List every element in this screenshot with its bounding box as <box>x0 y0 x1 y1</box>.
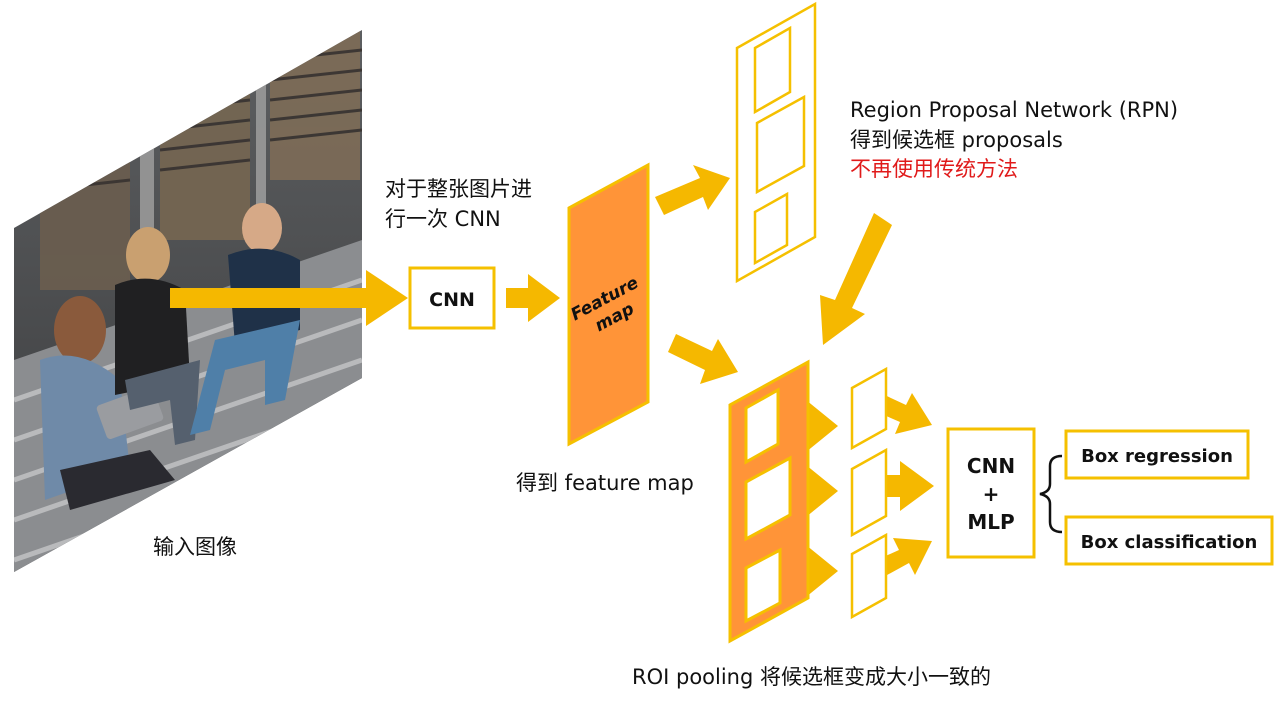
proposal-box-1 <box>753 25 792 115</box>
cnn-box <box>408 266 496 330</box>
cnn-mlp-line3: MLP <box>967 510 1014 534</box>
pooled-box-1 <box>850 366 888 451</box>
box-classification-box <box>1064 515 1274 566</box>
arrow-rpn-to-roi <box>820 213 892 345</box>
rpn-proposals-panel <box>735 1 817 284</box>
rpn-subtitle: 得到候选框 proposals <box>850 128 1063 152</box>
arrow-featuremap-to-rpn <box>655 165 730 215</box>
roi-box-2 <box>744 455 792 542</box>
arrow-featuremap-to-roi <box>668 334 738 384</box>
roi-box-1 <box>744 387 780 465</box>
input-image-caption: 输入图像 <box>153 535 237 559</box>
cnn-mlp-box <box>946 427 1036 559</box>
cnn-box-label: CNN <box>429 289 475 311</box>
roi-box-3 <box>744 547 782 624</box>
photo-people <box>40 203 300 510</box>
pooled-boxes <box>850 366 888 620</box>
whole-image-note-line2: 行一次 CNN <box>385 207 501 231</box>
rpn-note: 不再使用传统方法 <box>850 157 1018 181</box>
feature-map-caption: 得到 feature map <box>516 471 694 495</box>
box-regression-box <box>1064 429 1250 480</box>
output-brace <box>1039 454 1063 534</box>
roi-feature-map <box>728 359 810 644</box>
cnn-mlp-line2: + <box>983 482 1000 506</box>
box-regression-label: Box regression <box>1081 446 1233 467</box>
feature-map-panel <box>567 162 650 447</box>
proposal-box-3 <box>753 191 789 266</box>
pooled-box-2 <box>850 447 888 538</box>
rpn-title: Region Proposal Network (RPN) <box>850 98 1179 122</box>
proposal-box-2 <box>755 94 806 195</box>
arrow-photo-to-cnn <box>170 270 408 326</box>
whole-image-note-line1: 对于整张图片进 <box>385 177 532 201</box>
roi-pooling-caption: ROI pooling 将候选框变成大小一致的 <box>632 665 991 689</box>
box-classification-label: Box classification <box>1081 532 1258 553</box>
arrow-cnn-to-featuremap <box>506 274 560 322</box>
pooled-box-3 <box>850 532 888 620</box>
arrow-pooled-2 <box>872 461 934 511</box>
cnn-mlp-line1: CNN <box>967 454 1015 478</box>
